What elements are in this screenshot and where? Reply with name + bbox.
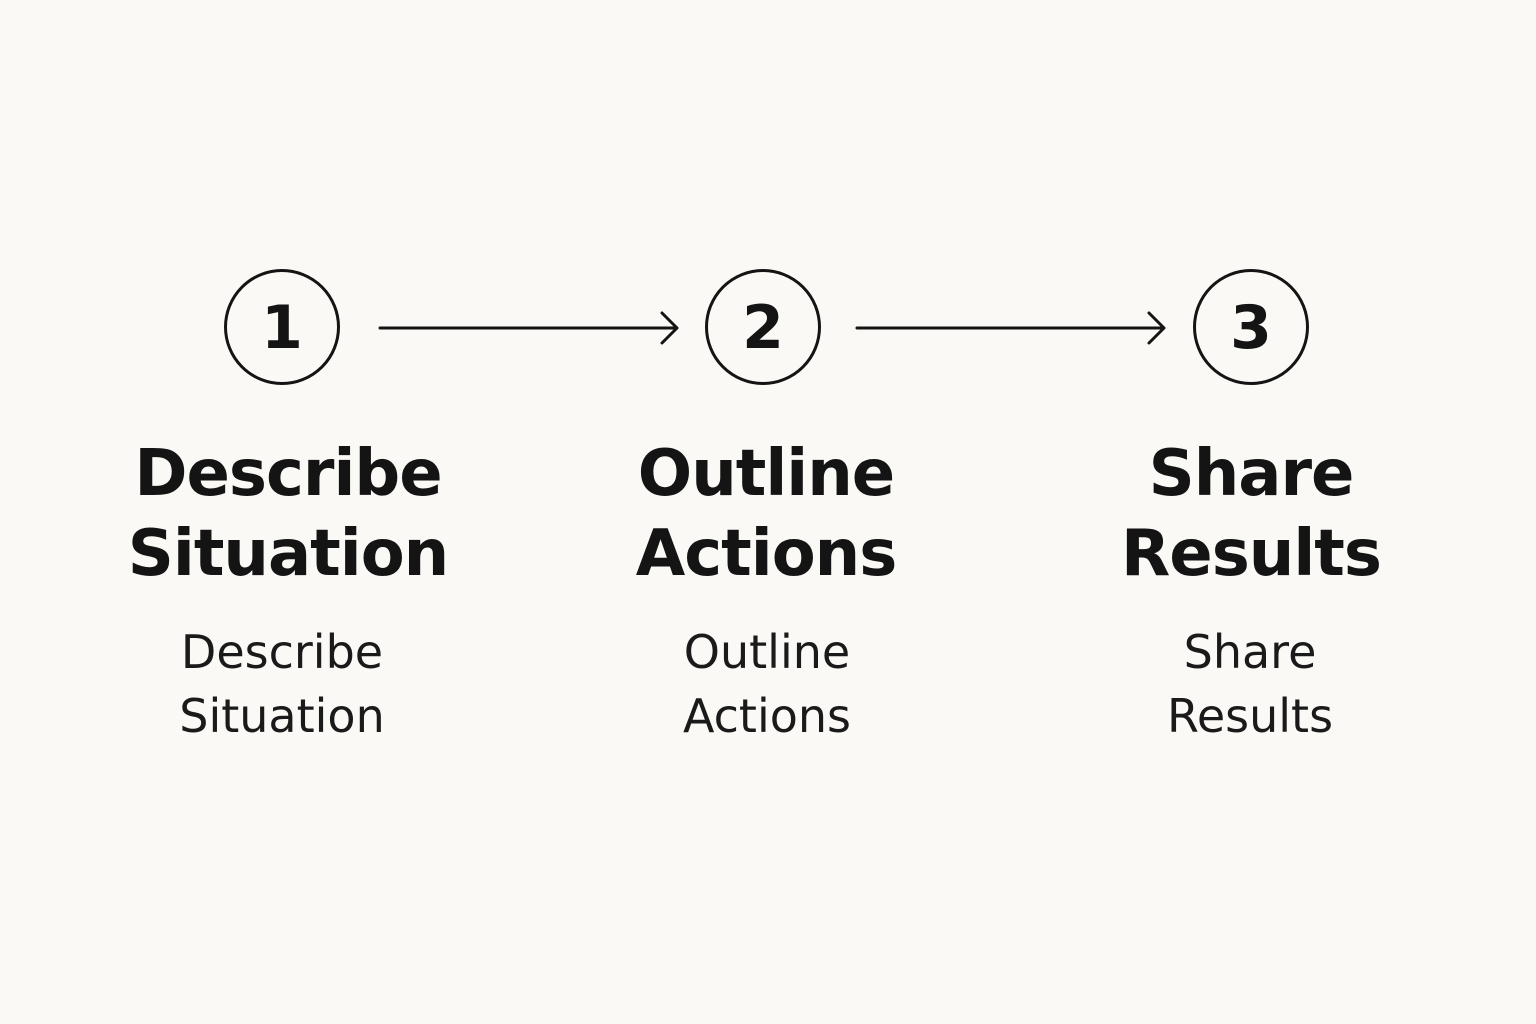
step-title-line: Share [1148,437,1355,511]
step-number-circle: 2 [705,269,821,385]
step-title-line: Outline [637,437,895,511]
step-subtitle-line: Situation [179,689,385,743]
step-title: Describe Situation [78,434,498,594]
step-title-line: Situation [127,517,449,591]
step-subtitle: Share Results [1040,620,1460,748]
step-subtitle: Describe Situation [72,620,492,748]
step-subtitle: Outline Actions [557,620,977,748]
step-number: 2 [742,293,784,363]
step-subtitle-line: Describe [180,625,384,679]
step-subtitle-line: Share [1183,625,1317,679]
step-number: 3 [1230,293,1272,363]
step-number-circle: 1 [224,269,340,385]
step-subtitle-line: Results [1166,689,1334,743]
step-subtitle-line: Actions [682,689,852,743]
arrow-right-icon [855,311,1166,345]
step-title-line: Actions [635,517,898,591]
step-title: Share Results [1041,434,1461,594]
step-title-line: Describe [134,437,442,511]
arrow-right-icon [378,311,679,345]
step-title-line: Results [1121,517,1382,591]
step-number-circle: 3 [1193,269,1309,385]
step-subtitle-line: Outline [683,625,851,679]
step-title: Outline Actions [556,434,976,594]
step-number: 1 [261,293,303,363]
